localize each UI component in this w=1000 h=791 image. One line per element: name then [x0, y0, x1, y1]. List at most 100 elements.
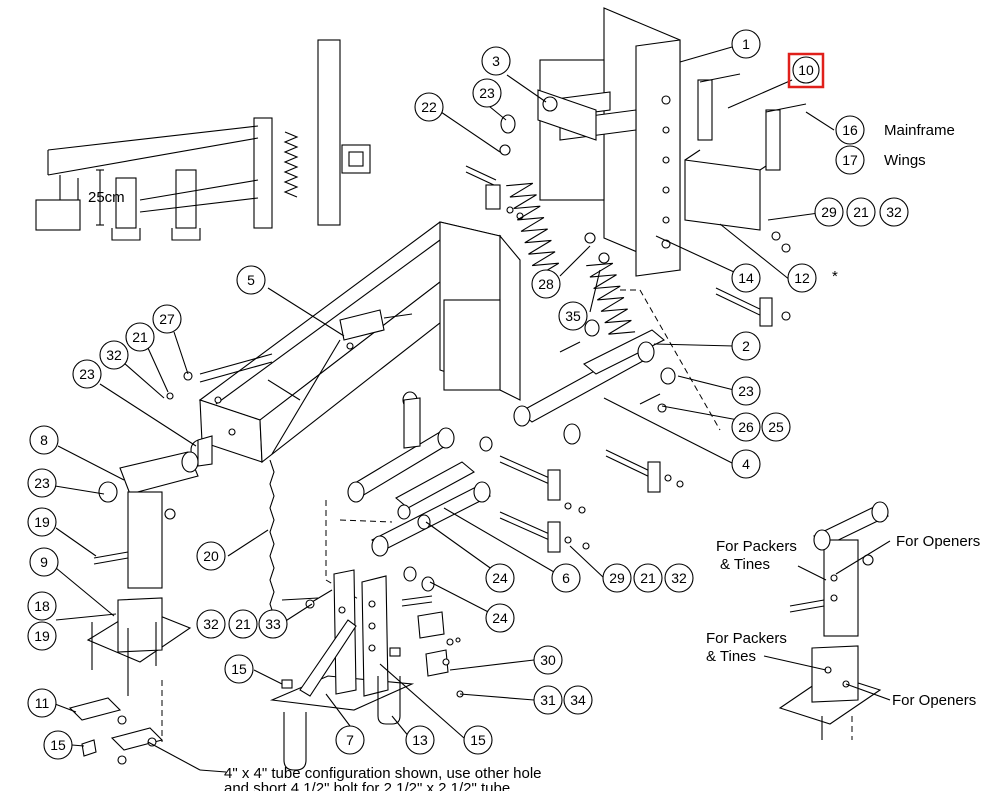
callout-12: 12: [787, 263, 817, 293]
svg-text:13: 13: [412, 732, 428, 748]
pivot-assembly-top: [465, 89, 597, 220]
wings-label: Wings: [884, 152, 926, 169]
svg-text:23: 23: [738, 383, 754, 399]
svg-text:6: 6: [562, 570, 570, 586]
callout-19a: 19: [27, 507, 57, 537]
svg-text:12: 12: [794, 270, 810, 286]
tube-note-line-2: and short 4 1/2" bolt for 2 1/2" x 2 1/2…: [224, 780, 510, 791]
packers-tines-label-bottom-1: For Packers: [706, 630, 787, 647]
callout-24a: 24: [485, 563, 515, 593]
svg-text:28: 28: [538, 276, 554, 292]
svg-text:16: 16: [842, 122, 858, 138]
svg-text:33: 33: [265, 616, 281, 632]
svg-text:21: 21: [853, 204, 869, 220]
svg-text:11: 11: [35, 695, 50, 711]
callout-30: 30: [533, 645, 563, 675]
callout-15a: 15: [43, 730, 73, 760]
callout-35: 35: [558, 301, 588, 331]
callout-11: 11: [27, 688, 57, 718]
callout-26: 26: [731, 412, 761, 442]
svg-text:32: 32: [886, 204, 902, 220]
svg-text:24: 24: [492, 610, 508, 626]
svg-text:25: 25: [768, 419, 784, 435]
openers-label-top: For Openers: [896, 533, 980, 550]
callout-29a: 29: [814, 197, 844, 227]
svg-text:26: 26: [738, 419, 754, 435]
svg-text:32: 32: [203, 616, 219, 632]
callout-21c: 21: [228, 609, 258, 639]
callout-14: 14: [731, 263, 761, 293]
callout-32c: 32: [196, 609, 226, 639]
svg-text:27: 27: [159, 311, 175, 327]
svg-text:7: 7: [346, 732, 354, 748]
callout-32d: 32: [664, 563, 694, 593]
detail-mount-bottom: [778, 645, 882, 740]
callout-17: 17: [835, 145, 865, 175]
rocker-tubes: [513, 287, 773, 493]
svg-text:4: 4: [742, 456, 750, 472]
openers-label-bottom: For Openers: [892, 692, 976, 709]
callout-23c: 23: [72, 359, 102, 389]
packers-tines-label-top-2: & Tines: [720, 556, 770, 573]
callout-5: 5: [236, 265, 266, 295]
svg-text:32: 32: [671, 570, 687, 586]
leader-lines: [54, 46, 891, 773]
svg-text:23: 23: [79, 366, 95, 382]
svg-text:21: 21: [640, 570, 656, 586]
svg-text:14: 14: [738, 270, 754, 286]
callout-18: 18: [27, 591, 57, 621]
left-pins: [166, 353, 273, 467]
svg-text:23: 23: [479, 85, 495, 101]
svg-text:10: 10: [798, 62, 814, 78]
svg-text:30: 30: [540, 652, 556, 668]
callout-2: 2: [731, 331, 761, 361]
svg-text:3: 3: [492, 53, 500, 69]
callout-bubbles: 1 3 10 16 17 23 22 29 21 32 14 12 28 35 …: [27, 29, 909, 760]
callout-21b: 21: [125, 322, 155, 352]
svg-text:8: 8: [40, 432, 48, 448]
callout-29b: 29: [602, 563, 632, 593]
callout-32a: 32: [879, 197, 909, 227]
callout-10-highlighted: 10: [787, 52, 825, 89]
callout-7: 7: [335, 725, 365, 755]
chain-part-20: [269, 339, 341, 617]
callout-22: 22: [414, 92, 444, 122]
callout-21a: 21: [846, 197, 876, 227]
callout-15c: 15: [463, 725, 493, 755]
tube-note-line-1: 4" x 4" tube configuration shown, use ot…: [224, 765, 542, 782]
packers-tines-label-top-1: For Packers: [716, 538, 797, 555]
svg-text:23: 23: [34, 475, 50, 491]
text-labels: Mainframe Wings * For Packers & Tines Fo…: [224, 122, 980, 791]
highlight-box: [787, 52, 825, 89]
callout-15b: 15: [224, 654, 254, 684]
bracket-part-7: [269, 569, 449, 771]
callout-21d: 21: [633, 563, 663, 593]
callout-4: 4: [731, 449, 761, 479]
left-shank-assembly: [68, 451, 199, 765]
svg-text:9: 9: [40, 554, 48, 570]
svg-text:29: 29: [821, 204, 837, 220]
svg-text:31: 31: [540, 692, 556, 708]
svg-text:19: 19: [34, 514, 50, 530]
callout-13: 13: [405, 725, 435, 755]
svg-text:20: 20: [203, 548, 219, 564]
svg-text:5: 5: [247, 272, 255, 288]
dimension-label: 25cm: [88, 189, 125, 206]
mainframe-bracket: [539, 7, 807, 277]
asterisk-note: *: [832, 268, 838, 285]
callout-33: 33: [258, 609, 288, 639]
callout-24b: 24: [485, 603, 515, 633]
svg-text:32: 32: [106, 347, 122, 363]
callout-8: 8: [29, 425, 59, 455]
svg-text:17: 17: [842, 152, 858, 168]
callout-20: 20: [196, 541, 226, 571]
svg-text:21: 21: [235, 616, 251, 632]
callout-9: 9: [29, 547, 59, 577]
callout-32b: 32: [99, 340, 129, 370]
detail-shank-top: [789, 501, 890, 637]
svg-text:21: 21: [132, 329, 148, 345]
svg-text:29: 29: [609, 570, 625, 586]
svg-text:34: 34: [570, 692, 586, 708]
